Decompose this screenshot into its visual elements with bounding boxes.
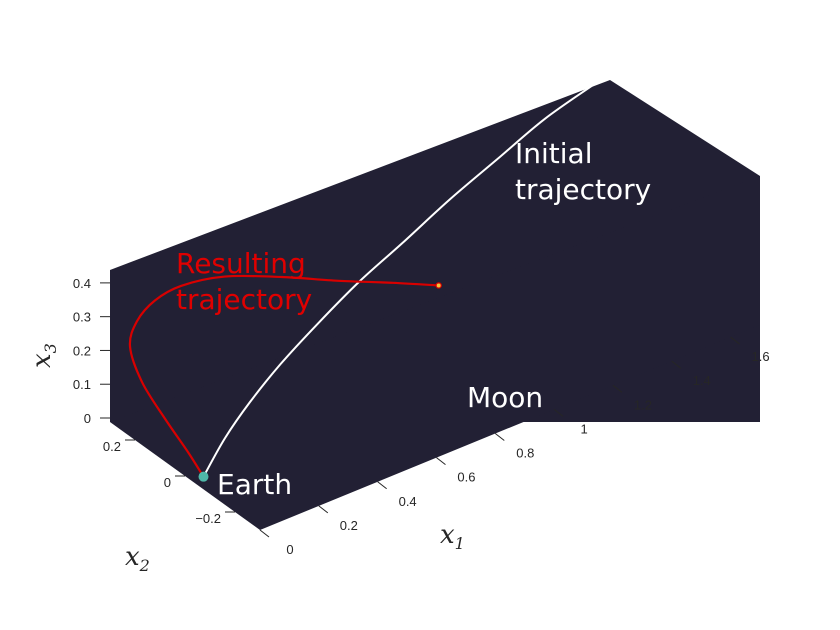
x1-tick-2-mark xyxy=(377,481,387,490)
x1-tick-3: 0.6 xyxy=(457,470,475,485)
x1-axis-label: x1 xyxy=(440,520,465,553)
x1-tick-8-mark xyxy=(730,336,740,345)
x3-axis-label: x3 xyxy=(27,343,60,368)
initial-annotation-line-2: trajectory xyxy=(515,173,651,206)
x1-tick-6: 1.2 xyxy=(634,397,652,412)
earth-annotation: Earth xyxy=(217,468,292,501)
x1-tick-5-mark xyxy=(553,409,564,417)
x1-tick-8: 1.6 xyxy=(752,349,770,364)
x1-tick-1-mark xyxy=(318,505,329,514)
x1-tick-3-mark xyxy=(436,457,446,466)
x2-tick-0: 0.2 xyxy=(103,439,121,454)
initial-trajectory-line xyxy=(202,65,620,478)
resulting-trajectory-line xyxy=(128,274,439,478)
initial-trajectory-annotation: Initial trajectory xyxy=(515,137,651,206)
x1-tick-4: 0.8 xyxy=(516,446,534,461)
moon-annotation: Moon xyxy=(467,381,543,414)
x3-tick-1: 0.1 xyxy=(73,377,91,392)
x1-tick-2: 0.4 xyxy=(399,494,417,509)
x2-axis-label: x2 xyxy=(125,542,150,575)
x1-tick-5: 1 xyxy=(581,421,588,436)
resulting-annotation-line-1: Resulting xyxy=(176,247,306,280)
x3-tick-0: 0 xyxy=(84,411,91,426)
floor-panel xyxy=(110,176,760,530)
x1-tick-4-mark xyxy=(494,433,505,441)
x2-tick-1: 0 xyxy=(164,475,171,490)
x1-tick-6-mark xyxy=(612,384,623,393)
x1-tick-labels: 0 0.2 0.4 0.6 0.8 1 1.2 1.4 1.6 xyxy=(259,336,770,557)
x2-tick-labels: 0.2 0 −0.2 xyxy=(103,439,235,526)
x2-axis-label-sub: 2 xyxy=(139,556,150,575)
x1-tick-7-mark xyxy=(671,360,682,369)
x3-tick-3: 0.3 xyxy=(73,310,91,325)
x2-axis-label-var: x xyxy=(125,542,140,572)
x3-axis-label-sub: 3 xyxy=(41,343,60,353)
x1-axis-label-sub: 1 xyxy=(455,534,465,553)
x3-tick-4: 0.4 xyxy=(73,276,91,291)
x1-tick-7: 1.4 xyxy=(693,373,711,388)
x1-tick-1: 0.2 xyxy=(340,518,358,533)
x3-axis-label-var: x xyxy=(27,353,57,368)
x2-tick-2: −0.2 xyxy=(195,511,221,526)
x3-tick-labels: 0 0.1 0.2 0.3 0.4 xyxy=(73,276,110,426)
initial-annotation-line-1: Initial xyxy=(515,137,592,170)
x1-tick-0: 0 xyxy=(286,542,293,557)
x3-tick-2: 0.2 xyxy=(73,343,91,358)
resulting-annotation-line-2: trajectory xyxy=(176,283,312,316)
earth-marker xyxy=(198,471,209,482)
resulting-trajectory-annotation: Resulting trajectory xyxy=(176,247,315,316)
x1-tick-0-mark xyxy=(259,529,270,538)
moon-marker xyxy=(435,282,442,289)
x1-axis-label-var: x xyxy=(440,520,455,550)
